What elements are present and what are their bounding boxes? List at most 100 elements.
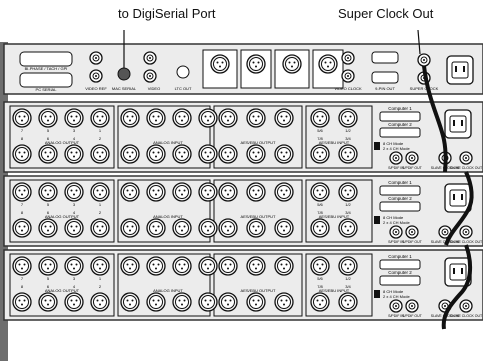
channel-number: 6 [47, 284, 50, 289]
mode-2x4ch-label: 2 x 4 CH Mode [383, 294, 410, 299]
ltc-out-label: LTC OUT [175, 86, 192, 91]
computer-1-port [379, 111, 421, 122]
xlr-connector [120, 218, 140, 238]
spdif-in-label: S/PDIF IN [388, 240, 404, 244]
xlr-connector [146, 218, 166, 238]
aes-channel-number: 3/4 [345, 284, 351, 289]
xlr-connector [146, 182, 166, 202]
video-clock-bnc-1 [341, 51, 355, 65]
aes-input-label: AES/EBU INPUT [319, 140, 350, 145]
xlr-connector [38, 256, 58, 276]
xlr-connector [38, 182, 58, 202]
video-clock-label: VIDEO CLOCK [334, 86, 362, 91]
computer-2-label: Computer 2 [388, 196, 412, 201]
spdif-in-label: S/PDIF IN [388, 314, 404, 318]
xlr-connector [338, 108, 358, 128]
video-bnc-2 [143, 69, 157, 83]
channel-number: 7 [21, 202, 24, 207]
connector-section-4 [305, 105, 373, 169]
connector-section-2 [117, 105, 211, 169]
xlr-connector [218, 256, 238, 276]
rs422-port-1 [371, 51, 399, 64]
video-label: VIDEO [148, 86, 160, 91]
spdif-out-jack [405, 299, 419, 313]
xlr-connector [310, 108, 330, 128]
xlr-connector [274, 108, 294, 128]
xlr-connector [218, 144, 238, 164]
xlr-connector [120, 182, 140, 202]
xlr-connector [338, 182, 358, 202]
xlr-connector [274, 292, 294, 312]
xlr-connector [246, 256, 266, 276]
mac-serial-label: MAC SERIAL [112, 86, 137, 91]
computer-1-port [379, 185, 421, 196]
xlr-connector [338, 292, 358, 312]
connector-section-1 [9, 253, 115, 317]
xlr-connector [246, 292, 266, 312]
computer-1-port [379, 259, 421, 270]
xlr-connector [90, 182, 110, 202]
xlr-connector [38, 292, 58, 312]
xlr-connector [246, 182, 266, 202]
position-tach-port [19, 51, 73, 67]
analog-input-label: ANALOG INPUT [153, 288, 183, 293]
xlr-connector [90, 144, 110, 164]
xlr-connector [12, 108, 32, 128]
mode-switch [374, 216, 380, 224]
xlr-connector [198, 108, 218, 128]
xlr-connector [12, 218, 32, 238]
cables [123, 29, 474, 330]
xlr-connector [172, 256, 192, 276]
xlr-connector [146, 144, 166, 164]
analog-output-label: ANALOG OUTPUT [45, 214, 80, 219]
aes-channel-number: 1/2 [345, 276, 351, 281]
aes-channel-number: 5/6 [317, 202, 323, 207]
channel-number: 6 [47, 210, 50, 215]
xlr-connector [64, 182, 84, 202]
spdif-in-jack [389, 225, 403, 239]
channel-number: 8 [21, 136, 24, 141]
rs422-port-2 [371, 71, 399, 84]
mode-switch [374, 290, 380, 298]
clock-cable-3 [441, 244, 473, 330]
analog-output-label: ANALOG OUTPUT [45, 288, 80, 293]
xlr-connector [146, 256, 166, 276]
xlr-connector [246, 108, 266, 128]
channel-number: 3 [73, 276, 76, 281]
mode-switch [374, 142, 380, 150]
channel-number: 1 [99, 128, 102, 133]
xlr-connector [64, 256, 84, 276]
channel-number: 8 [21, 284, 24, 289]
xlr-connector [172, 108, 192, 128]
xlr-connector [198, 182, 218, 202]
interface-power-inlet [444, 109, 472, 139]
xlr-connector [12, 292, 32, 312]
computer-1-label: Computer 1 [388, 254, 412, 259]
xlr-connector [318, 54, 338, 74]
sync-unit-panel: BI-PHASE / TACH / GPI PC SERIAL VIDEO RE… [3, 43, 483, 95]
channel-number: 2 [99, 136, 102, 141]
xlr-connector [120, 292, 140, 312]
xlr-connector [338, 218, 358, 238]
xlr-connector [172, 218, 192, 238]
pc-serial-label: PC SERIAL [36, 87, 58, 92]
channel-number: 5 [47, 128, 50, 133]
ltc-out-port [176, 65, 190, 79]
xlr-connector [120, 256, 140, 276]
computer-2-port [379, 201, 421, 212]
rs422-label: 9-PIN OUT [375, 86, 395, 91]
xlr-connector [12, 144, 32, 164]
xlr-connector [274, 182, 294, 202]
spdif-in-jack [389, 151, 403, 165]
mode-8ch-label: 8 CH Mode [383, 141, 404, 146]
digiserial-callout: to DigiSerial Port [118, 6, 216, 21]
aes-output-label: AES/EBU OUTPUT [241, 214, 276, 219]
xlr-connector [198, 144, 218, 164]
computer-2-label: Computer 2 [388, 122, 412, 127]
analog-output-label: ANALOG OUTPUT [45, 140, 80, 145]
xlr-connector [90, 218, 110, 238]
connector-section-3 [213, 179, 303, 243]
